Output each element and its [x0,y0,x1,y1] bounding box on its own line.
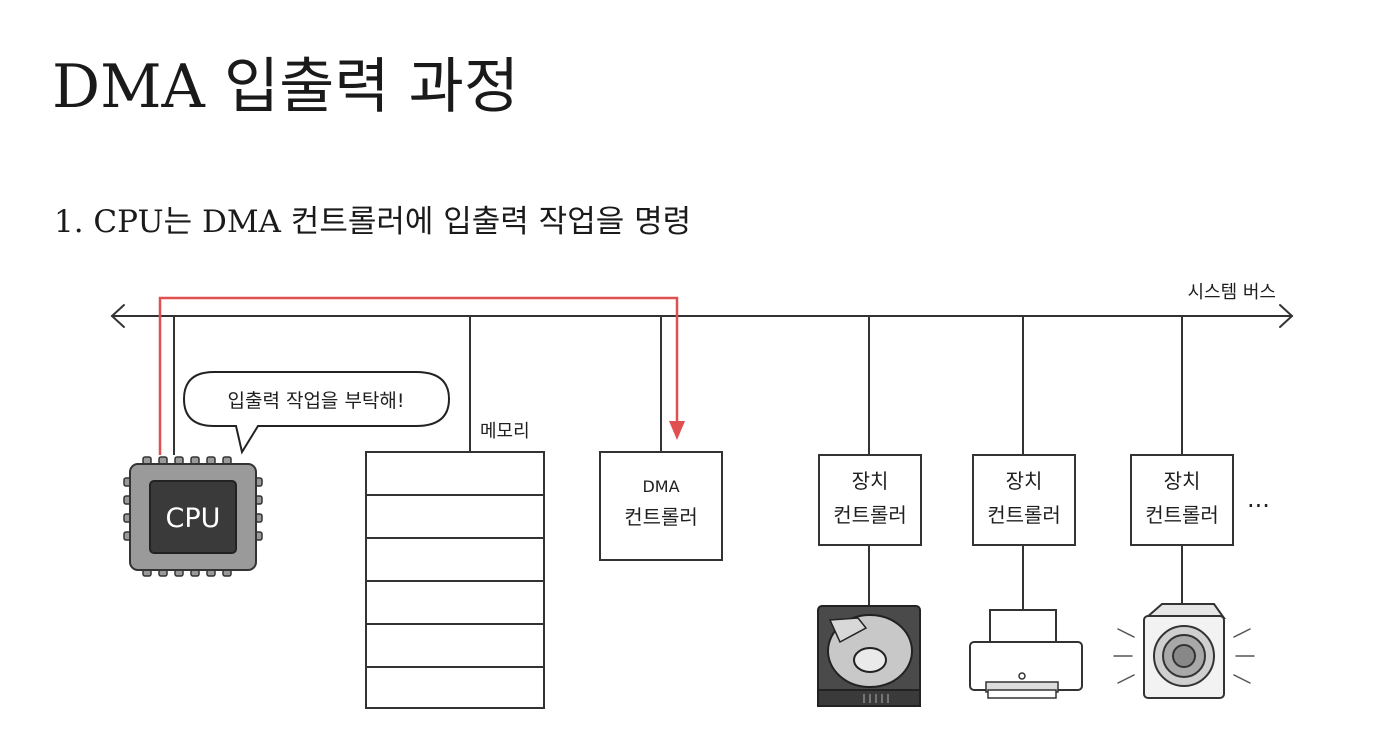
device-controller-line2: 컨트롤러 [987,503,1061,527]
ellipsis: ··· [1247,492,1270,520]
system-bus-label: 시스템 버스 [1187,282,1276,303]
speech-text: 입출력 작업을 부탁해! [227,390,404,412]
speaker-icon [1113,603,1255,699]
dma-controller: DMA 컨트롤러 [599,451,723,561]
memory-label: 메모리 [480,421,530,442]
device-controller-line1: 장치 [1164,469,1201,493]
device-controller-line2: 컨트롤러 [1145,503,1219,527]
dma-controller-line1: DMA [642,477,679,496]
dma-controller-line2: 컨트롤러 [624,505,698,529]
device-controller-line1: 장치 [852,469,889,493]
printer-icon [969,609,1083,699]
cpu-chip: CPU [123,456,263,577]
device-controller: 장치 컨트롤러 [972,454,1076,546]
system-bus [110,304,1294,328]
device-controller: 장치 컨트롤러 [818,454,922,546]
hard-disk-icon [817,605,921,707]
device-controller: 장치 컨트롤러 [1130,454,1234,546]
cpu-label: CPU [166,503,221,534]
device-controller-line1: 장치 [1006,469,1043,493]
page-title: DMA 입출력 과정 [52,52,520,122]
bus-connections [173,316,1183,610]
memory-block [365,451,545,709]
device-controller-line2: 컨트롤러 [833,503,907,527]
speech-bubble: 입출력 작업을 부탁해! [182,371,451,455]
step-caption: 1. CPU는 DMA 컨트롤러에 입출력 작업을 명령 [54,204,692,240]
command-arrow [158,296,685,455]
